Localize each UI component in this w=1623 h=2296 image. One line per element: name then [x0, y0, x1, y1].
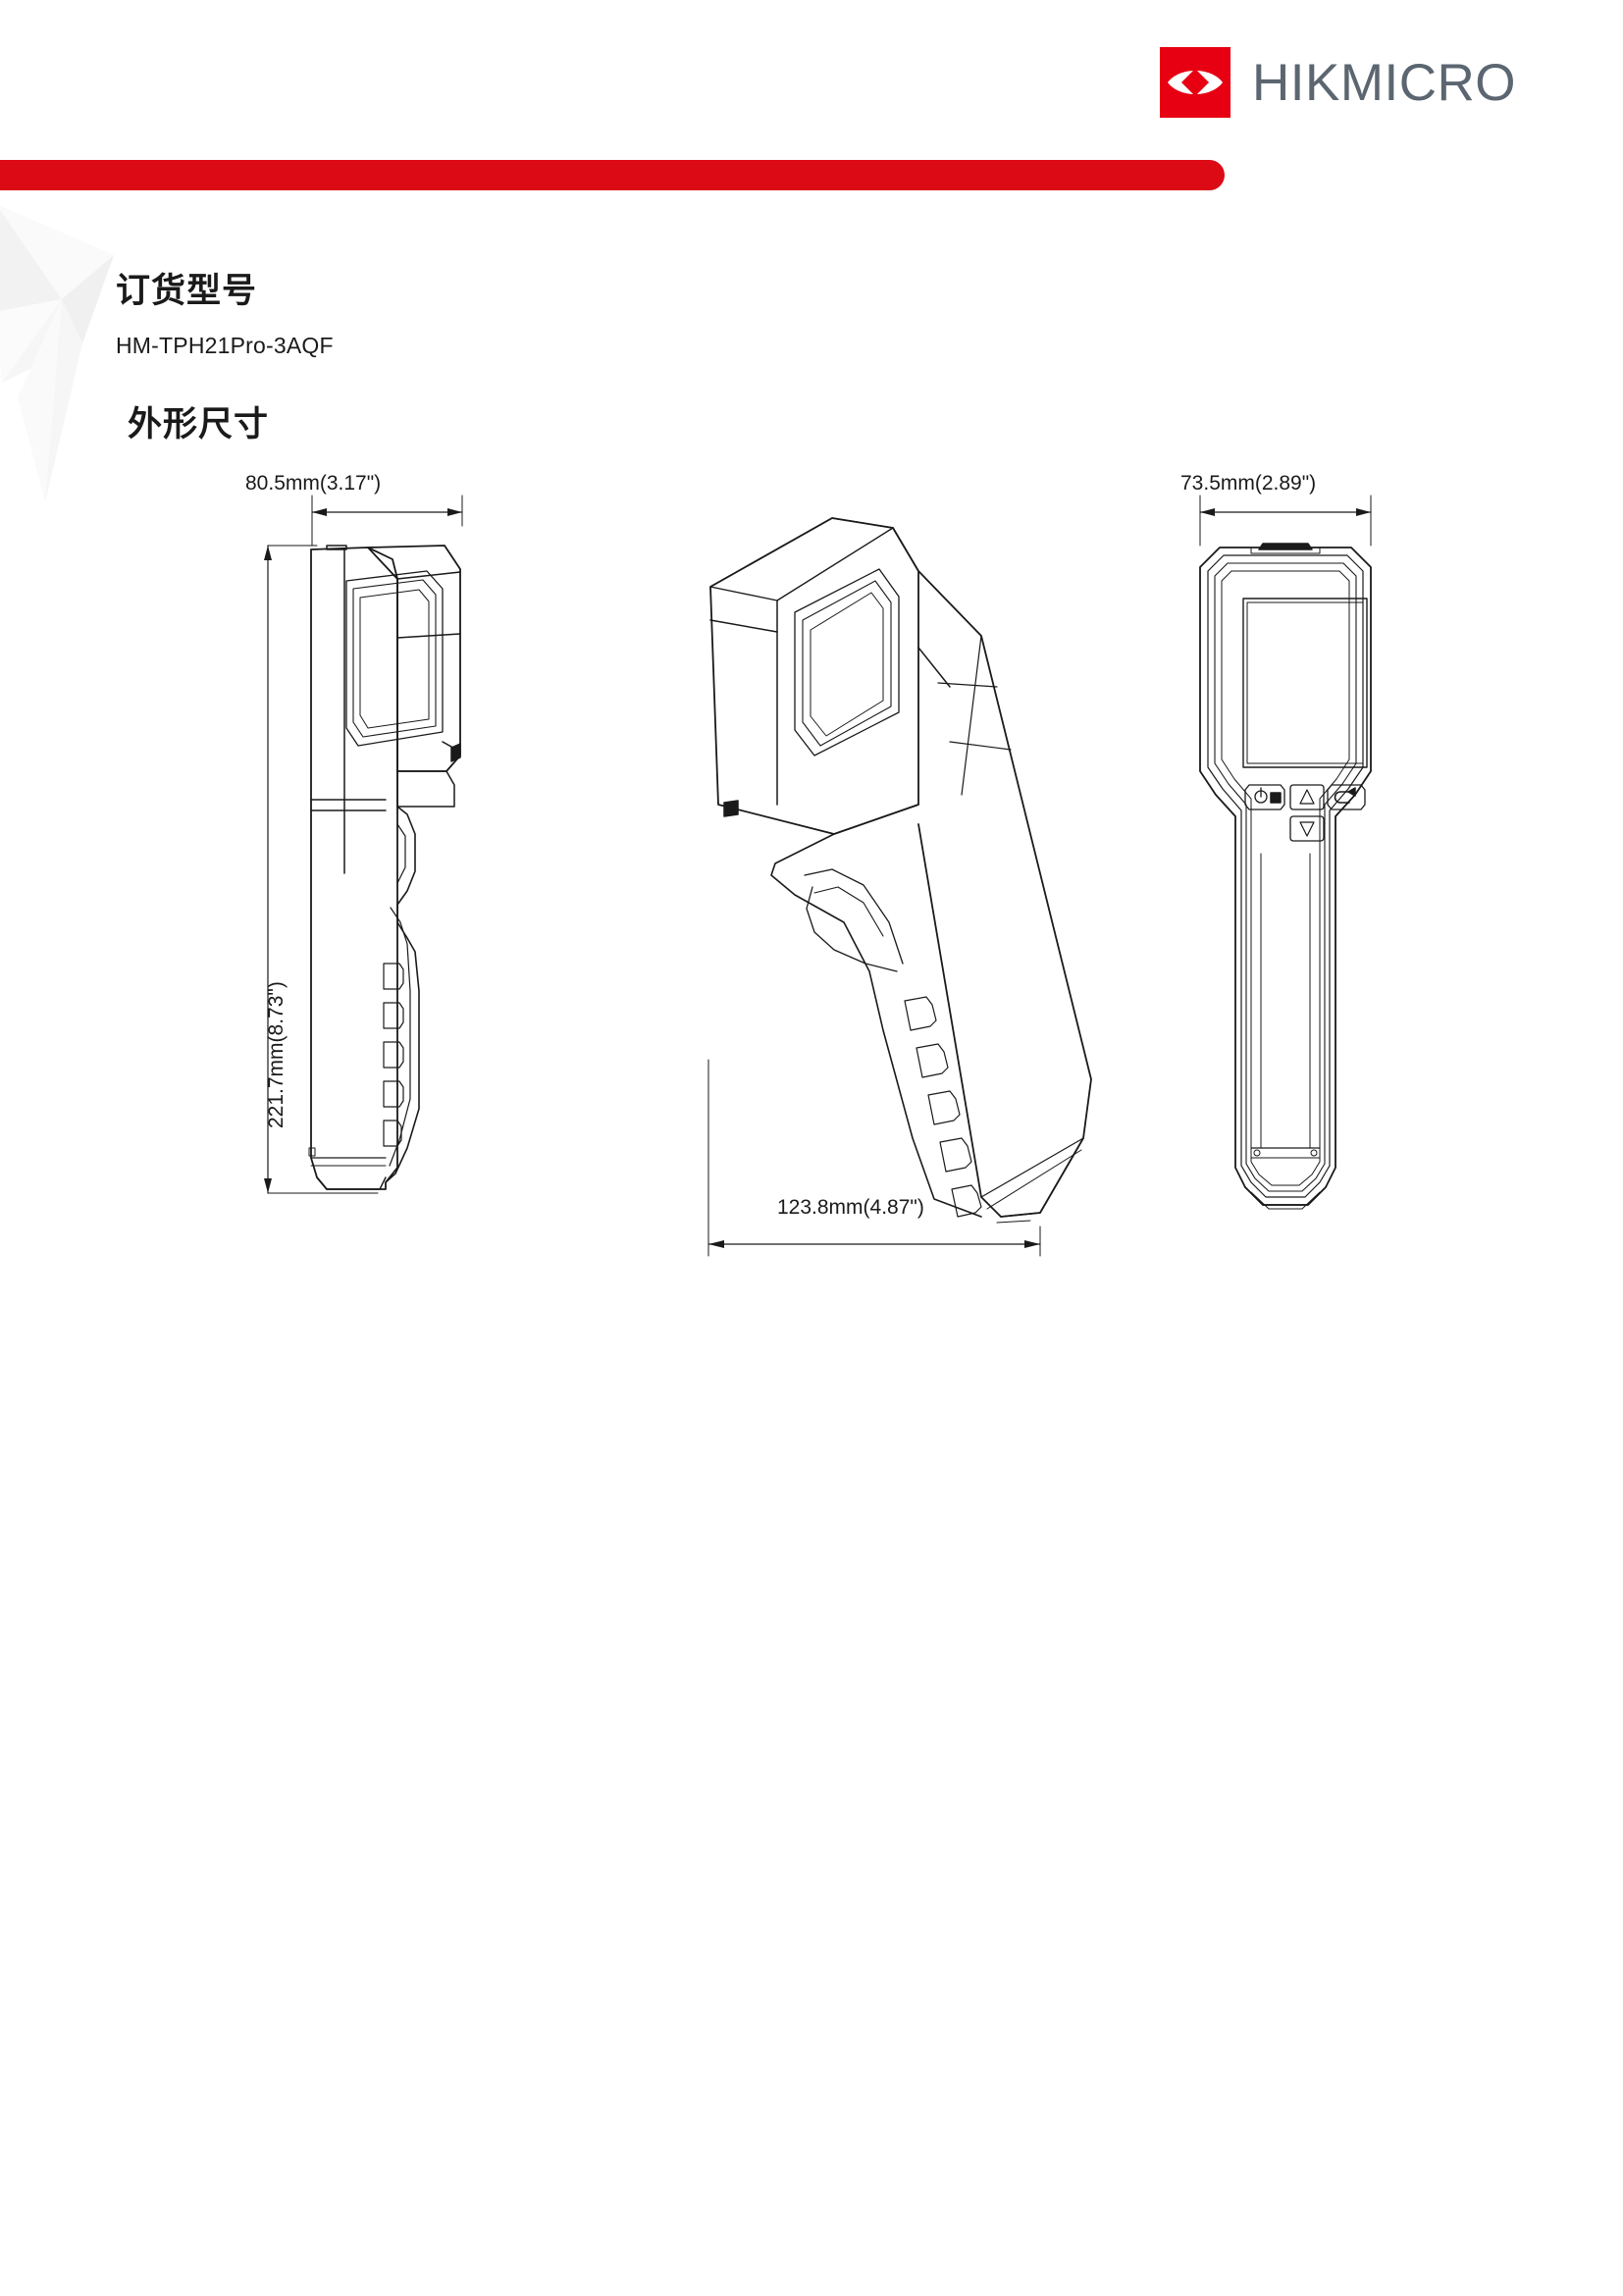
dim-label-rear-width: 73.5mm(2.89")	[1180, 472, 1317, 495]
section-heading-dimensions: 外形尺寸	[128, 405, 270, 444]
section-heading-order-model: 订货型号	[116, 272, 258, 310]
thermal-camera-angled-view: 123.8mm(4.87")	[687, 510, 1099, 1330]
brand-wordmark: HIKMICRO	[1252, 53, 1516, 112]
thermal-camera-side-view: 80.5mm(3.17") 221.7mm(8.73")	[245, 461, 574, 1271]
dimension-drawings: 80.5mm(3.17") 221.7mm(8.73")	[0, 461, 1623, 1276]
dim-label-angled-depth: 123.8mm(4.87")	[777, 1196, 924, 1219]
dim-label-side-width: 80.5mm(3.17")	[245, 472, 382, 495]
brand-logo: HIKMICRO	[1160, 47, 1516, 118]
thermal-camera-rear-view: 73.5mm(2.89")	[1153, 461, 1467, 1271]
hikmicro-eye-logo-icon	[1160, 47, 1230, 118]
dim-label-side-height: 221.7mm(8.73")	[265, 981, 288, 1128]
header-red-bar	[0, 160, 1225, 190]
order-model-value: HM-TPH21Pro-3AQF	[116, 333, 334, 358]
